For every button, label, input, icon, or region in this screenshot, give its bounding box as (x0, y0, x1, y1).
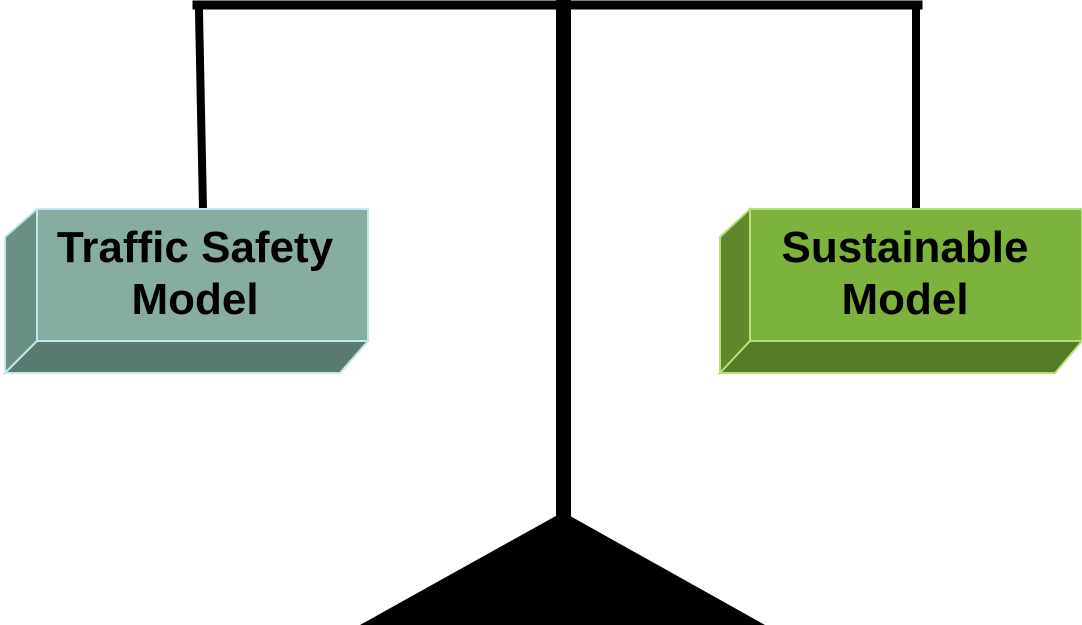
traffic-safety-box (2, 206, 371, 376)
scale-pole (556, 0, 571, 520)
left-box-face (36, 208, 369, 342)
right-box-bottom (717, 340, 1082, 374)
sustainable-box (717, 206, 1082, 376)
traffic-safety-model-label: Traffic Safety Model (10, 212, 380, 336)
scale-base (360, 512, 765, 625)
sustainable-model-label: Sustainable Model (740, 212, 1070, 336)
right-box-line1: Sustainable (781, 223, 1029, 273)
left-box-bottom (2, 340, 371, 374)
left-hanger (195, 5, 207, 211)
left-box-line2: Model (131, 275, 259, 324)
right-box-line2: Model (841, 275, 969, 324)
right-box-face (749, 208, 1082, 342)
left-box-line1: Traffic Safety (56, 223, 334, 273)
